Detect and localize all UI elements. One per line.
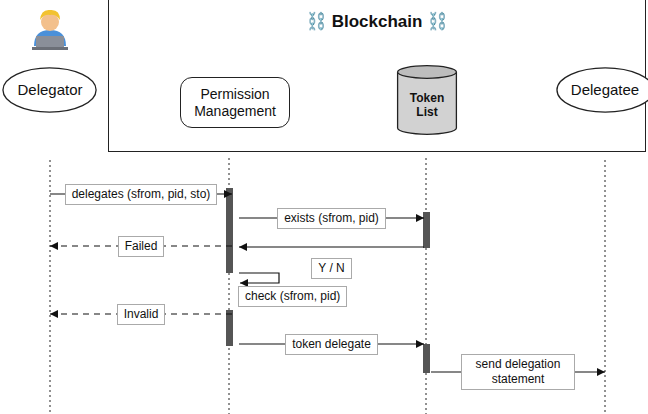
message-label: check (sfrom, pid) (238, 286, 347, 307)
process-box: Permission Management (180, 77, 290, 128)
message-arrow (239, 246, 424, 247)
group-title: ⛓️ Blockchain ⛓️ (109, 11, 645, 32)
message-arrow (239, 273, 279, 283)
message-label: Invalid (117, 304, 166, 325)
message-label: send delegation statement (461, 354, 575, 390)
message-label: delegates (sfrom, pid, sto) (65, 184, 218, 205)
message-label: Failed (118, 236, 165, 257)
message-label: token delegate (285, 334, 378, 355)
message-label: exists (sfrom, pid) (277, 208, 386, 229)
node-label: Token List (405, 91, 449, 119)
blockchain-box: ⛓️ Blockchain ⛓️ Permission Management Tok… (108, 0, 646, 152)
node-label: Permission Management (181, 86, 289, 120)
actor-ellipse: Delegatee (556, 67, 648, 113)
database-cylinder: Token List (397, 65, 457, 135)
lifelines (50, 158, 605, 414)
node-label: Delegatee (567, 81, 643, 99)
activation-bars (226, 188, 430, 373)
actor-ellipse: Delegator (2, 67, 97, 113)
node-label: Delegator (13, 81, 86, 99)
person-icon (32, 10, 68, 50)
message-label: Y / N (311, 258, 351, 279)
